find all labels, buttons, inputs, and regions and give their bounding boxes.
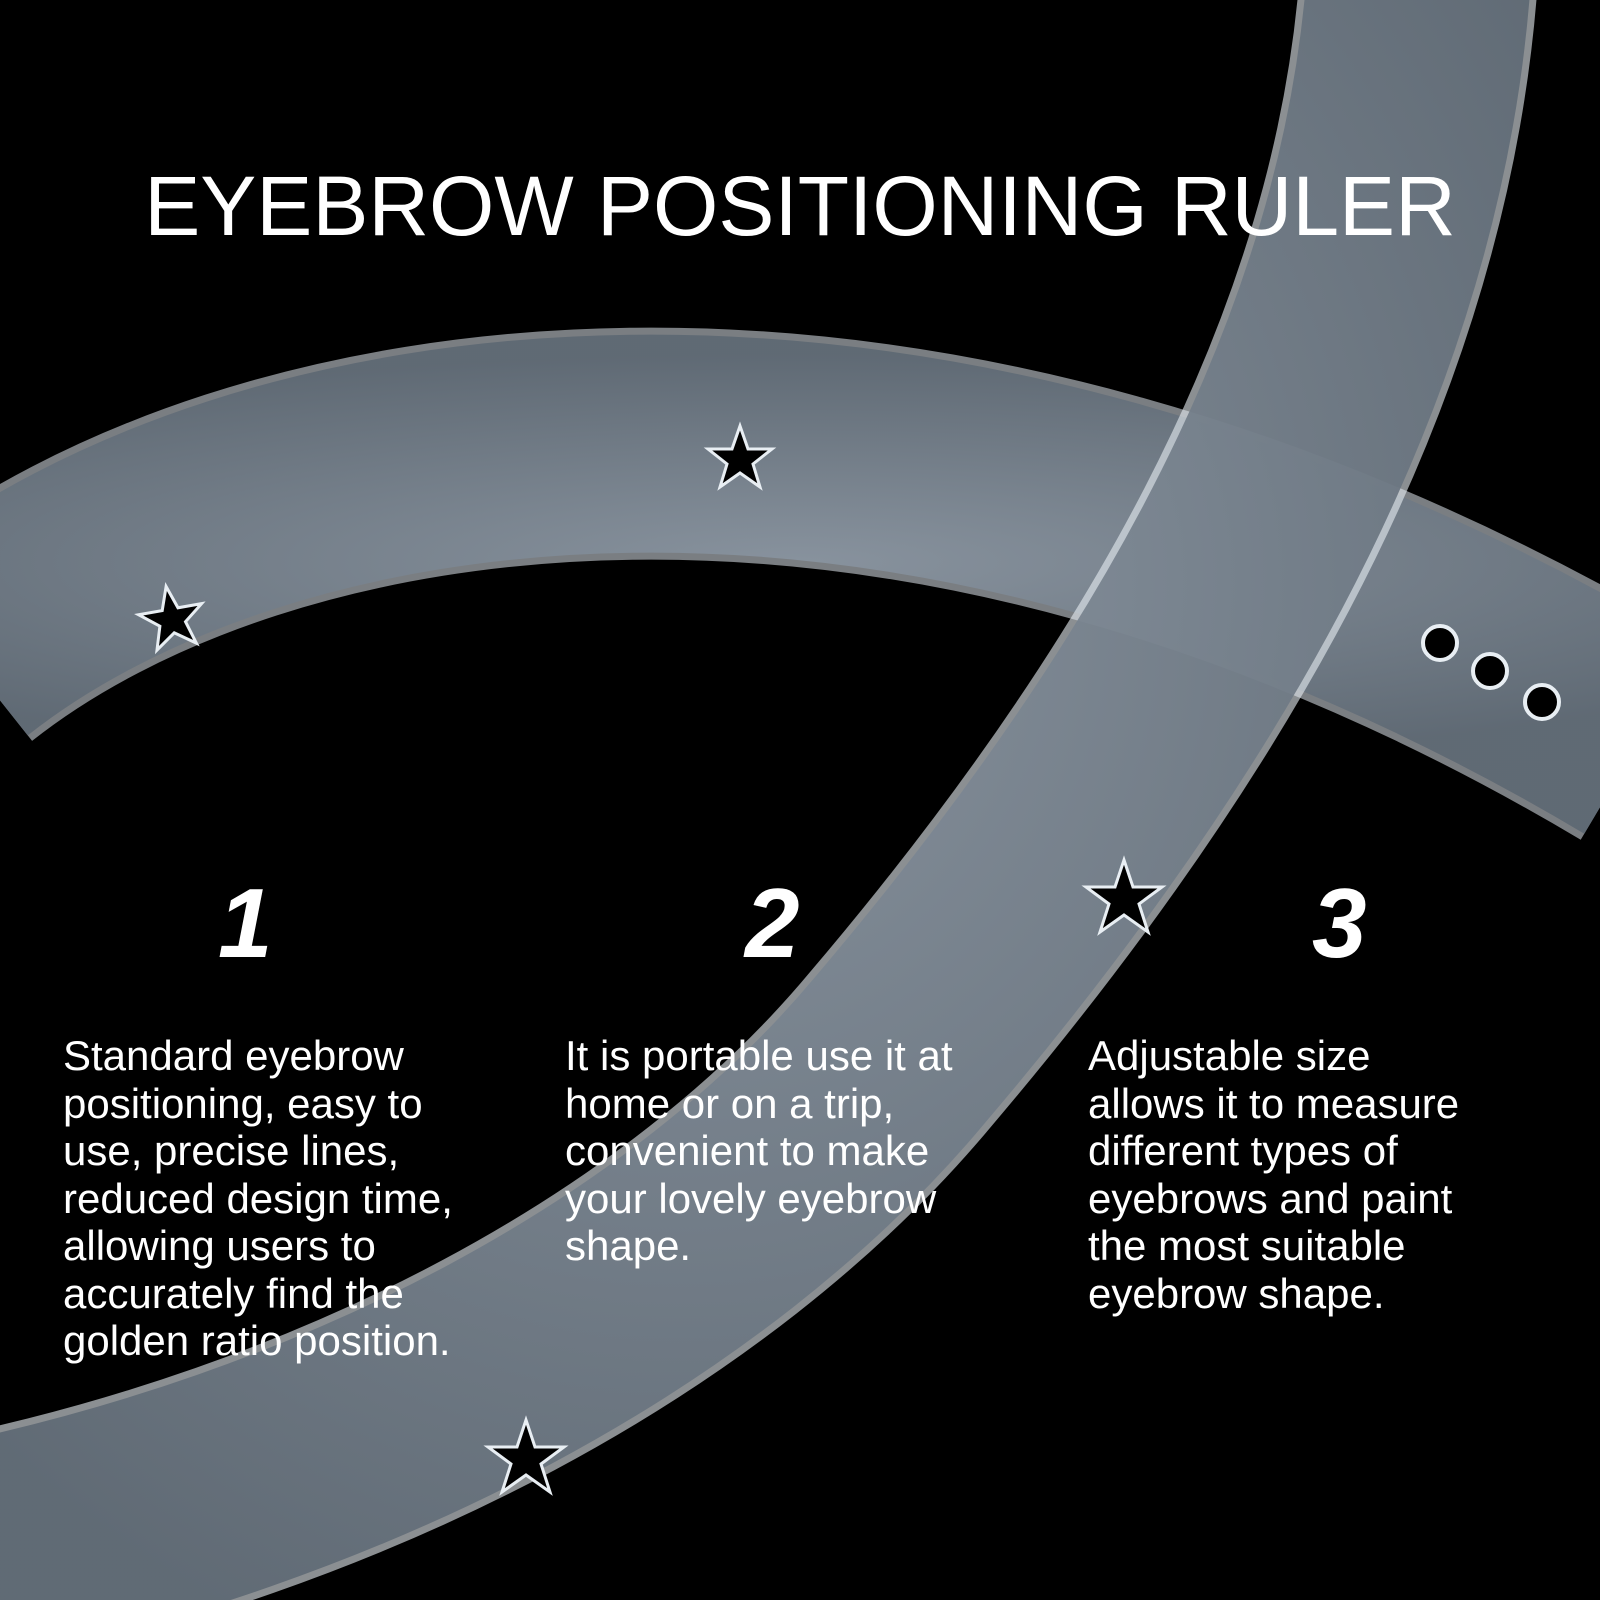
feature-2-line: home or on a trip, — [565, 1079, 895, 1127]
star-cutout-icon — [483, 1415, 569, 1496]
feature-1-line: allowing users to — [63, 1222, 376, 1269]
feature-1-line: reduced design time, — [63, 1174, 453, 1222]
feature-1-line: Standard eyebrow — [63, 1032, 404, 1079]
feature-description-2: It is portable use it at home or on a tr… — [565, 1032, 953, 1270]
feature-1-line: golden ratio position. — [63, 1317, 451, 1364]
page-title: EYEBROW POSITIONING RULER — [144, 159, 1456, 253]
circle-hole-icon — [1471, 652, 1509, 690]
feature-2-line: It is portable use it at — [565, 1032, 953, 1079]
feature-3-line: allows it to measure — [1088, 1079, 1460, 1127]
feature-2-line: convenient to make — [565, 1127, 930, 1174]
feature-description-1: Standard eyebrow positioning, easy to us… — [63, 1032, 453, 1365]
feature-3-line: the most suitable — [1088, 1222, 1406, 1269]
feature-3-line: eyebrows and paint — [1088, 1174, 1453, 1222]
circle-hole-icon — [1523, 683, 1561, 721]
feature-number-3: 3 — [1312, 868, 1367, 978]
feature-1-line: use, precise lines, — [63, 1127, 400, 1174]
feature-3-line: Adjustable size — [1088, 1032, 1371, 1079]
feature-2-line: your lovely eyebrow — [565, 1174, 937, 1222]
feature-1-line: positioning, easy to — [63, 1079, 423, 1127]
star-cutout-icon — [1081, 855, 1167, 936]
feature-description-3: Adjustable size allows it to measure dif… — [1088, 1032, 1459, 1317]
star-cutout-icon — [134, 582, 206, 655]
feature-number-1: 1 — [218, 868, 273, 978]
feature-2-line: shape. — [565, 1222, 692, 1269]
circle-hole-icon — [1421, 624, 1459, 662]
feature-number-2: 2 — [745, 868, 800, 978]
ruler-band-diagonal — [0, 0, 1537, 1600]
feature-3-line: different types of — [1088, 1127, 1398, 1174]
feature-1-line: accurately find the — [63, 1269, 404, 1317]
feature-3-line: eyebrow shape. — [1088, 1269, 1385, 1317]
star-cutout-icon — [703, 421, 777, 491]
